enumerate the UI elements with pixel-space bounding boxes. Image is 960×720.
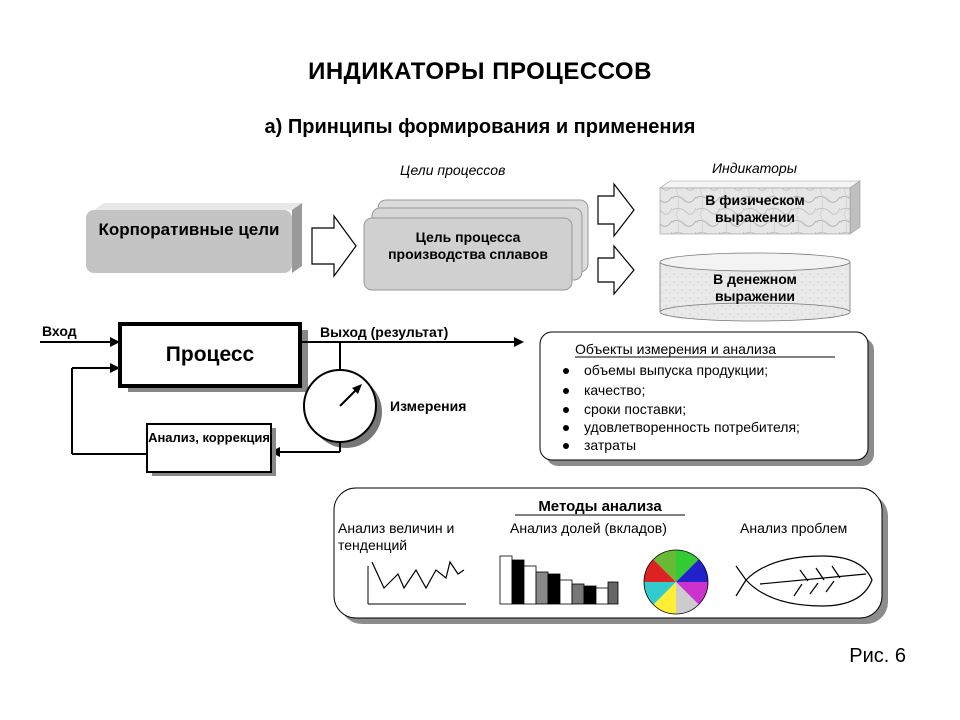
arrow-right-icon: [597, 182, 635, 238]
objects-item: объемы выпуска продукции;: [584, 362, 769, 378]
objects-header: Объекты измерения и анализа: [575, 341, 777, 357]
indicator-monetary-cylinder: [659, 252, 851, 322]
page-subtitle: а) Принципы формирования и применения: [264, 116, 696, 138]
process-goal-label: Цель процесса производства сплавов: [388, 229, 548, 262]
output-label: Выход (результат): [320, 324, 449, 340]
corporate-goals-box: [86, 203, 302, 273]
indicator-monetary-label: В денежном выражении: [713, 271, 797, 304]
objects-item: затраты: [584, 437, 637, 453]
input-label: Вход: [42, 323, 77, 339]
indicator-physical-label: В физическом выражении: [705, 192, 805, 225]
pareto-mini-chart: [499, 555, 619, 605]
measurement-label: Измерения: [390, 398, 467, 414]
process-loop: [40, 322, 524, 476]
page-title: ИНДИКАТОРЫ ПРОЦЕССОВ: [308, 58, 652, 85]
method-trends-label: Анализ величин и тенденций: [338, 520, 455, 553]
objects-item: сроки поставки;: [584, 401, 687, 417]
trend-mini-chart: [367, 560, 466, 605]
pie-mini-chart: [643, 549, 709, 615]
analysis-correction-label: Анализ, коррекция: [148, 430, 270, 445]
corporate-goals-label: Корпоративные цели: [98, 220, 280, 239]
arrow-right-icon: [597, 244, 635, 296]
figure-caption: Рис. 6: [849, 645, 906, 667]
methods-header: Методы анализа: [538, 498, 662, 515]
process-goal-stack: [363, 199, 589, 291]
method-shares-label: Анализ долей (вкладов): [510, 520, 667, 536]
goals-header: Цели процессов: [400, 162, 506, 178]
objects-item: качество;: [584, 382, 646, 398]
fishbone-icon: [735, 555, 873, 607]
indicators-header: Индикаторы: [712, 160, 798, 176]
methods-panel: [333, 487, 888, 624]
objects-item: удовлетворенность потребителя;: [584, 419, 800, 435]
method-problems-label: Анализ проблем: [740, 520, 848, 536]
process-label: Процесс: [165, 343, 255, 366]
objects-panel: [539, 331, 874, 466]
indicator-physical-box: [659, 180, 861, 235]
arrow-right-icon: [311, 214, 357, 278]
